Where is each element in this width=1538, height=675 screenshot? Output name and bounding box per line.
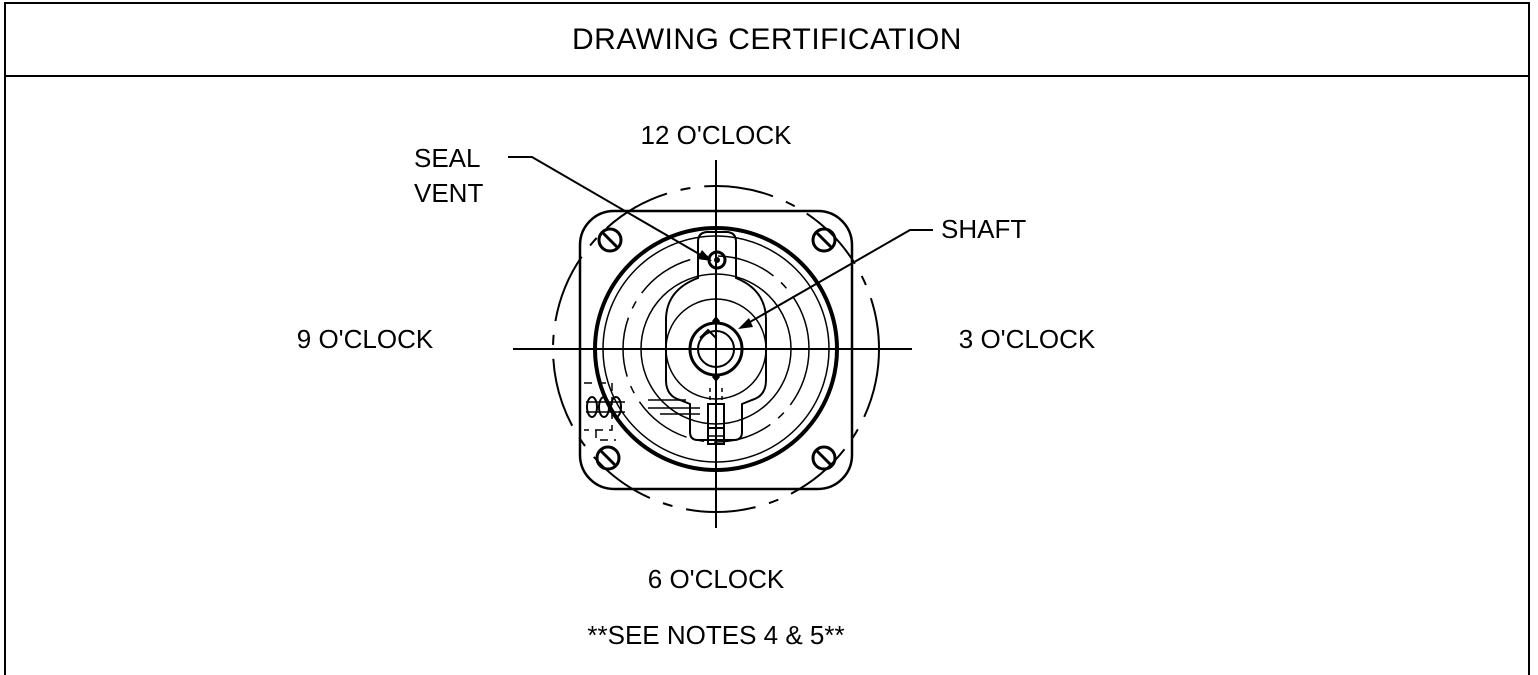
main-housing-circle	[593, 226, 839, 472]
shaft-inner	[697, 330, 735, 368]
label-3-oclock: 3 O'CLOCK	[959, 324, 1096, 354]
ring-2	[640, 273, 792, 425]
bolt-hole-bottom-left	[595, 445, 621, 471]
bolt-circle-dashed	[552, 185, 880, 513]
seal-vent-leader	[508, 156, 712, 261]
seal-gland-plate	[665, 231, 767, 441]
label-notes: **SEE NOTES 4 & 5**	[587, 620, 844, 650]
drawing-frame: DRAWING CERTIFICATION	[4, 2, 1530, 675]
marker-top	[712, 316, 720, 326]
seal-vent-dot	[714, 257, 720, 263]
header-title: DRAWING CERTIFICATION	[6, 4, 1528, 77]
label-6-oclock: 6 O'CLOCK	[648, 564, 785, 594]
label-seal: SEAL	[414, 143, 481, 173]
label-12-oclock: 12 O'CLOCK	[641, 120, 793, 150]
label-9-oclock: 9 O'CLOCK	[297, 324, 434, 354]
shaft-key	[699, 328, 717, 339]
square-flange	[578, 209, 854, 491]
bolt-hole-top-right	[811, 227, 837, 253]
label-shaft: SHAFT	[941, 214, 1026, 244]
marker-bottom	[712, 372, 720, 382]
shaft-leader	[738, 229, 933, 329]
label-vent: VENT	[414, 178, 483, 208]
bolt-holes	[595, 227, 837, 471]
drain-piping-detail	[584, 382, 725, 445]
bolt-hole-top-left	[597, 227, 623, 253]
inner-housing-circle	[602, 235, 830, 463]
bolt-hole-bottom-right	[811, 445, 837, 471]
